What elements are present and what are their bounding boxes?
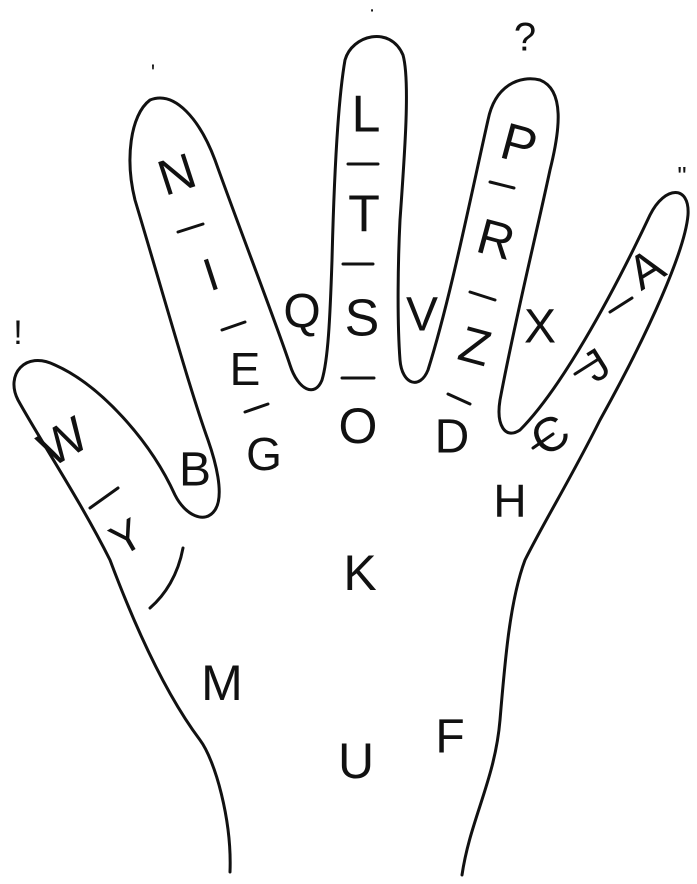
middle-letter-4: O bbox=[339, 398, 378, 454]
thumb-tick-1 bbox=[610, 298, 632, 312]
ring-tick-3 bbox=[245, 404, 268, 412]
pinky-letter-1: W bbox=[29, 405, 99, 477]
palm-letter-m: M bbox=[201, 655, 243, 711]
ring-letter-1: N bbox=[151, 142, 203, 206]
palm-letter-u: U bbox=[338, 733, 374, 789]
thumb-letter-4: H bbox=[493, 475, 526, 527]
index-letter-3: Z bbox=[453, 315, 497, 377]
palm-letter-k: K bbox=[343, 545, 376, 601]
middle-letter-1: L bbox=[352, 86, 381, 144]
gap-letter-middle-index: V bbox=[406, 289, 438, 342]
index-tick-3 bbox=[448, 394, 470, 404]
middle-tip-mark: . bbox=[369, 0, 375, 16]
ring-tick-2 bbox=[222, 322, 245, 330]
ring-letter-3: E bbox=[230, 343, 261, 395]
palm-letter-f: F bbox=[435, 711, 464, 764]
index-letter-2: R bbox=[471, 208, 520, 271]
index-tip-mark: ? bbox=[514, 16, 536, 60]
index-tick-1 bbox=[490, 182, 514, 188]
thumb-letter-1: A bbox=[619, 239, 674, 301]
ring-letter-2: I bbox=[197, 248, 225, 301]
index-tick-2 bbox=[470, 292, 495, 300]
ring-tick-1 bbox=[178, 224, 203, 232]
thumb-letter-3: C bbox=[522, 404, 579, 467]
middle-letter-2: T bbox=[348, 186, 380, 244]
ring-tip-mark: ' bbox=[151, 60, 155, 85]
thumb-tip-mark: " bbox=[677, 161, 686, 191]
pinky-tip-mark: ! bbox=[13, 314, 22, 352]
thumb-letter-2: J bbox=[574, 339, 619, 392]
gap-letter-index-thumb: X bbox=[524, 301, 556, 354]
middle-letter-3: S bbox=[345, 290, 380, 348]
gap-letter-ring-middle: Q bbox=[283, 286, 320, 339]
index-letter-1: P bbox=[495, 112, 544, 177]
ring-letter-4: G bbox=[246, 428, 282, 480]
pinky-lower-arc bbox=[150, 548, 183, 608]
gap-letter-pinky-ring: B bbox=[179, 444, 211, 497]
pinky-tick-1 bbox=[90, 488, 118, 508]
index-letter-4: D bbox=[435, 411, 470, 464]
